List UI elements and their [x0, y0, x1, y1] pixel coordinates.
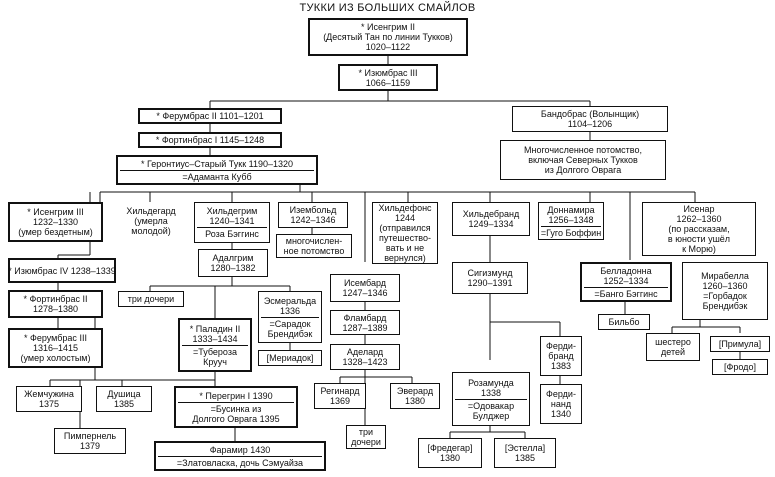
person-hildefons: Хильдефонс 1244 (отправился путешество- … — [372, 202, 438, 264]
isembold-descendants: многочислен- ное потомство — [276, 234, 352, 258]
person-isengrim-2: * Исенгрим II (Десятый Тан по линии Тукк… — [308, 18, 468, 56]
person-reginard: Регинард 1369 — [314, 383, 366, 409]
person-pearl: Жемчужина 1375 — [16, 386, 82, 412]
person-flambard: Фламбард 1287–1389 — [330, 310, 400, 335]
person-pimpernel: Пимпернель 1379 — [54, 428, 126, 454]
marriage-divider — [541, 225, 601, 227]
person-peregrin-1: * Перегрин I 1390 =Бусинка из Долгого Ов… — [174, 386, 298, 428]
marriage-divider — [182, 344, 248, 346]
person-gerontius: * Геронтиус–Старый Тукк 1190–1320 =Адама… — [116, 155, 318, 185]
person-izumbras-4: * Изюмбрас IV 1238–1339 — [8, 258, 116, 283]
person-fortinbras-1: * Фортинбрас I 1145–1248 — [138, 132, 282, 148]
page-title: ТУККИ ИЗ БОЛЬШИХ СМАЙЛОВ — [299, 2, 476, 14]
person-adalgrim: Адалгрим 1280–1382 — [198, 249, 268, 277]
person-fredegar: [Фредегар] 1380 — [418, 438, 482, 468]
person-hildebrand: Хильдебранд 1249–1334 — [452, 202, 530, 236]
marriage-divider — [584, 286, 668, 288]
person-estella: [Эстелла] 1385 — [494, 438, 556, 468]
person-bandobras: Бандобрас (Волынщик) 1104–1206 — [512, 106, 668, 132]
marriage-divider — [158, 455, 322, 457]
person-fortinbras-2: * Фортинбрас II 1278–1380 — [8, 290, 103, 318]
person-esmeralda: Эсмеральда 1336 =Сарадок Брендибэк — [258, 291, 322, 343]
marriage-divider — [178, 401, 294, 403]
bandobras-descendants: Многочисленное потомство, включая Северн… — [500, 140, 666, 180]
person-donnamira: Доннамира 1256–1348 =Гуго Боффин — [538, 202, 604, 240]
marriage-divider — [455, 398, 527, 400]
person-isembold: Изембольд 1242–1346 — [278, 202, 348, 228]
person-belladonna: Белладонна 1252–1334 =Банго Бэггинс — [580, 262, 672, 302]
person-sigismund: Сигизмунд 1290–1391 — [452, 262, 528, 294]
person-meriadoc: [Мериадок] — [258, 350, 322, 366]
person-rosamunda: Розамунда 1338 =Одовакар Булджер — [452, 372, 530, 426]
person-mentha: Душица 1385 — [96, 386, 152, 412]
three-daughters-adalgrim: три дочери — [118, 291, 184, 307]
person-primula: [Примула] — [710, 336, 770, 352]
person-ferumbras-3: * Ферумбрас III 1316–1415 (умер холостым… — [8, 328, 103, 368]
person-mirabella: Мирабелла 1260–1360 =Горбадок Брендибэк — [682, 262, 768, 320]
person-hildegard: Хильдегард (умерла молодой) — [126, 206, 176, 236]
person-everard: Эверард 1380 — [390, 383, 440, 409]
person-hildegrim: Хильдегрим 1240–1341 Роза Бэггинс — [194, 202, 270, 243]
person-faramir: Фарамир 1430 =Златовласка, дочь Сэмуайза — [154, 441, 326, 471]
person-ferumbras-2: * Ферумбрас II 1101–1201 — [138, 108, 282, 124]
person-adelard: Аделард 1328–1423 — [330, 344, 400, 370]
person-izumbras-3: * Изюмбрас III 1066–1159 — [338, 64, 438, 91]
person-ferdinand: Ферди- нанд 1340 — [540, 384, 582, 424]
three-daughters-adelard: три дочери — [346, 425, 386, 449]
marriage-divider — [120, 169, 314, 171]
person-frodo: [Фродо] — [712, 359, 768, 375]
six-children: шестеро детей — [646, 333, 700, 361]
person-ferdibrand: Ферди- бранд 1383 — [540, 336, 582, 376]
person-isembard: Исембард 1247–1346 — [330, 274, 400, 302]
person-isenar: Исенар 1262–1360 (по рассказам, в юности… — [642, 202, 756, 256]
marriage-divider — [197, 227, 267, 228]
person-isengrim-3: * Исенгрим III 1232–1330 (умер бездетным… — [8, 202, 103, 242]
person-paladin-2: * Паладин II 1333–1434 =Туберозa Крууч — [178, 318, 252, 372]
person-bilbo: Бильбо — [598, 314, 650, 330]
marriage-divider — [261, 316, 319, 318]
